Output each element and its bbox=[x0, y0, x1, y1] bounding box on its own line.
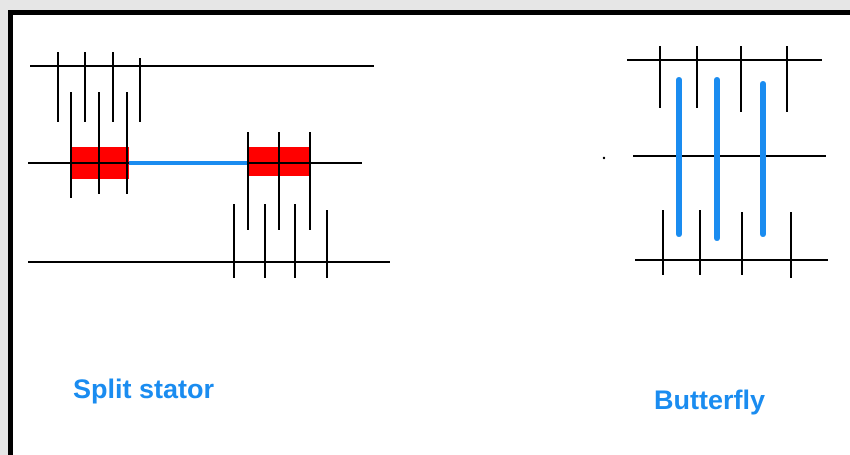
butterfly-diagram bbox=[627, 46, 828, 278]
butterfly-caption: Butterfly bbox=[654, 385, 766, 415]
figure-frame: Split stator Butterfly bbox=[8, 10, 850, 455]
split-stator-caption: Split stator bbox=[73, 374, 215, 404]
capacitor-diagrams bbox=[28, 46, 828, 278]
split-block-overlay bbox=[70, 147, 311, 179]
butterfly-rotor-plates bbox=[676, 77, 766, 241]
stray-dot bbox=[602, 156, 606, 160]
figure-panel bbox=[8, 10, 850, 455]
